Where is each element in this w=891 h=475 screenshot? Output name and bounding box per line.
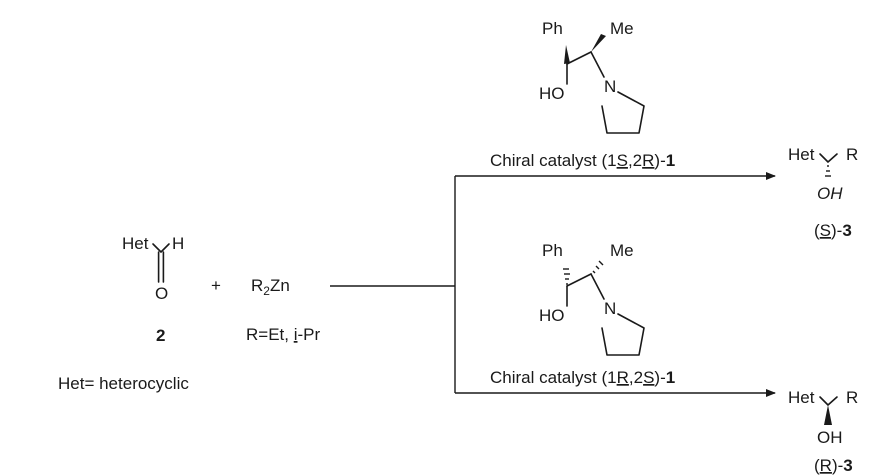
product-s-structure: Het R OH	[788, 145, 858, 203]
compound-number-2: 2	[156, 326, 165, 345]
bottom-cat-label-num: 1	[666, 368, 675, 387]
product-r-structure: Het R OH	[788, 388, 858, 447]
bottom-cat-label-c1: R	[617, 368, 629, 387]
bottom-cat-pyrrolidine-ring	[601, 313, 645, 356]
product-s-label-num: 3	[842, 221, 851, 240]
product-r-label-conf: R	[820, 456, 832, 475]
product-s-oh-label: OH	[817, 184, 843, 203]
product-r-label: (R)-3	[814, 456, 853, 475]
bottom-cat-label-close: )-	[654, 368, 665, 387]
top-cat-c2-n-bond	[590, 51, 605, 78]
top-cat-label-mid: ,2	[628, 151, 642, 170]
top-cat-wedge-ph	[564, 45, 570, 64]
top-cat-label-c2: R	[642, 151, 654, 170]
product-r-label-close: )-	[832, 456, 843, 475]
product-s-hash-oh	[825, 165, 831, 177]
product-r-wedge-oh	[824, 405, 832, 425]
product-s-label-conf: S	[820, 221, 831, 240]
formula-subscript: 2	[263, 284, 270, 298]
product-s-het-label: Het	[788, 145, 815, 164]
top-cat-me-label: Me	[610, 19, 634, 38]
aldehyde-structure: Het H O	[122, 234, 184, 303]
bottom-cat-me-label: Me	[610, 241, 634, 260]
product-r-r-label: R	[846, 388, 858, 407]
top-cat-c1-c2-bond	[566, 51, 592, 65]
aldehyde-h-label: H	[172, 234, 184, 253]
bottom-cat-label-prefix: Chiral catalyst (1	[490, 368, 617, 387]
top-cat-label-c1: S	[617, 151, 628, 170]
top-catalyst-label: Chiral catalyst (1S,2R)-1	[490, 151, 675, 170]
formula-r: R	[251, 276, 263, 295]
bottom-cat-label-mid: ,2	[629, 368, 643, 387]
aldehyde-backbone-bond	[152, 243, 170, 253]
top-cat-n-label: N	[604, 77, 616, 96]
catalyst-1r2s-structure: Ph Me HO N	[539, 241, 645, 356]
het-definition: Het= heterocyclic	[58, 374, 189, 393]
top-cat-label-num: 1	[666, 151, 675, 170]
product-r-het-label: Het	[788, 388, 815, 407]
bottom-cat-hash-ph	[563, 268, 570, 285]
product-r-oh-label: OH	[817, 428, 843, 447]
product-s-label-close: )-	[831, 221, 842, 240]
catalyst-1s2r-structure: Ph Me HO N	[539, 19, 645, 134]
bottom-cat-c2-n-bond	[590, 273, 605, 300]
product-s-r-label: R	[846, 145, 858, 164]
plus-sign: +	[211, 276, 221, 295]
aldehyde-het-label: Het	[122, 234, 149, 253]
r-def-prefix: R=Et,	[246, 325, 294, 344]
bottom-cat-ph-label: Ph	[542, 241, 563, 260]
aldehyde-o-label: O	[155, 284, 168, 303]
top-cat-label-close: )-	[654, 151, 665, 170]
product-s-label-open: (	[814, 221, 820, 240]
bottom-cat-c1-c2-bond	[566, 273, 592, 287]
product-r-label-open: (	[814, 456, 820, 475]
product-s-label: (S)-3	[814, 221, 852, 240]
bottom-cat-hash-me	[592, 260, 604, 274]
product-r-label-num: 3	[843, 456, 852, 475]
bottom-cat-label-c2: S	[643, 368, 654, 387]
top-cat-pyrrolidine-ring	[601, 91, 645, 134]
dialkylzinc-formula: R2Zn	[251, 276, 290, 298]
formula-zn: Zn	[270, 276, 290, 295]
r-def-iso: i	[294, 325, 298, 344]
r-def-suffix: -Pr	[298, 325, 321, 344]
r-definition: R=Et, i-Pr	[246, 325, 321, 344]
bottom-catalyst-label: Chiral catalyst (1R,2S)-1	[490, 368, 675, 387]
bottom-cat-ho-label: HO	[539, 306, 565, 325]
top-cat-wedge-me	[591, 34, 606, 52]
top-cat-ho-label: HO	[539, 84, 565, 103]
product-r-backbone-bond	[819, 396, 838, 406]
top-cat-ph-label: Ph	[542, 19, 563, 38]
top-cat-label-prefix: Chiral catalyst (1	[490, 151, 617, 170]
product-s-backbone-bond	[819, 153, 838, 163]
bottom-cat-n-label: N	[604, 299, 616, 318]
